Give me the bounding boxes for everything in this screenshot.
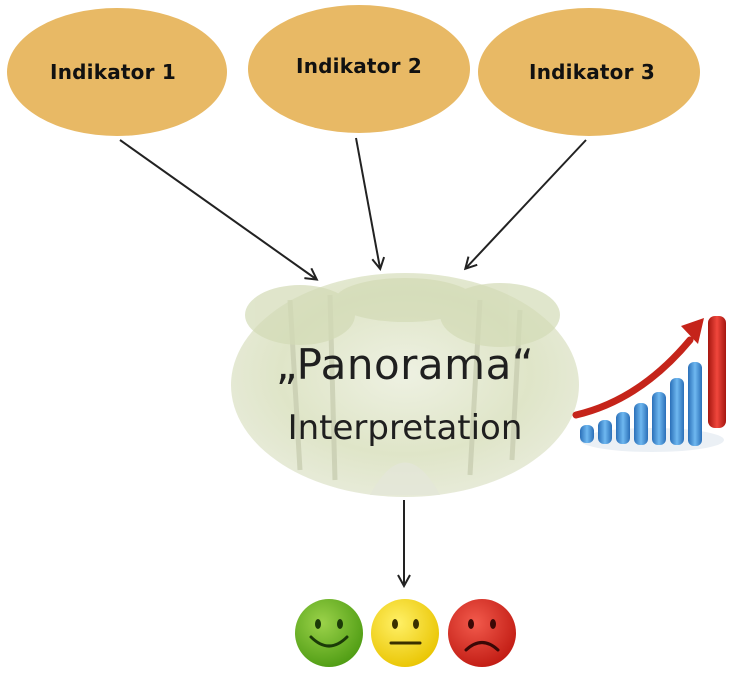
- arrow-indicator-1: [119, 139, 316, 279]
- indicator-2-node: Indikator 2: [248, 5, 470, 133]
- happy-face-icon: [295, 599, 363, 667]
- panorama-ellipse: [231, 273, 579, 497]
- panorama-title: „Panorama“: [275, 340, 535, 389]
- indicator-2-label: Indikator 2: [296, 54, 422, 78]
- indicator-3-node: Indikator 3: [478, 8, 700, 136]
- neutral-face-icon: [371, 599, 439, 667]
- arrow-indicator-2: [355, 137, 380, 268]
- indicator-1-node: Indikator 1: [7, 8, 227, 136]
- arrow-indicator-3: [466, 139, 587, 268]
- indicator-3-label: Indikator 3: [529, 60, 655, 84]
- indicator-1-label: Indikator 1: [50, 60, 176, 84]
- growth-bar-chart-icon: [572, 316, 726, 452]
- sad-face-icon: [448, 599, 516, 667]
- interpretation-subtitle: Interpretation: [287, 408, 523, 448]
